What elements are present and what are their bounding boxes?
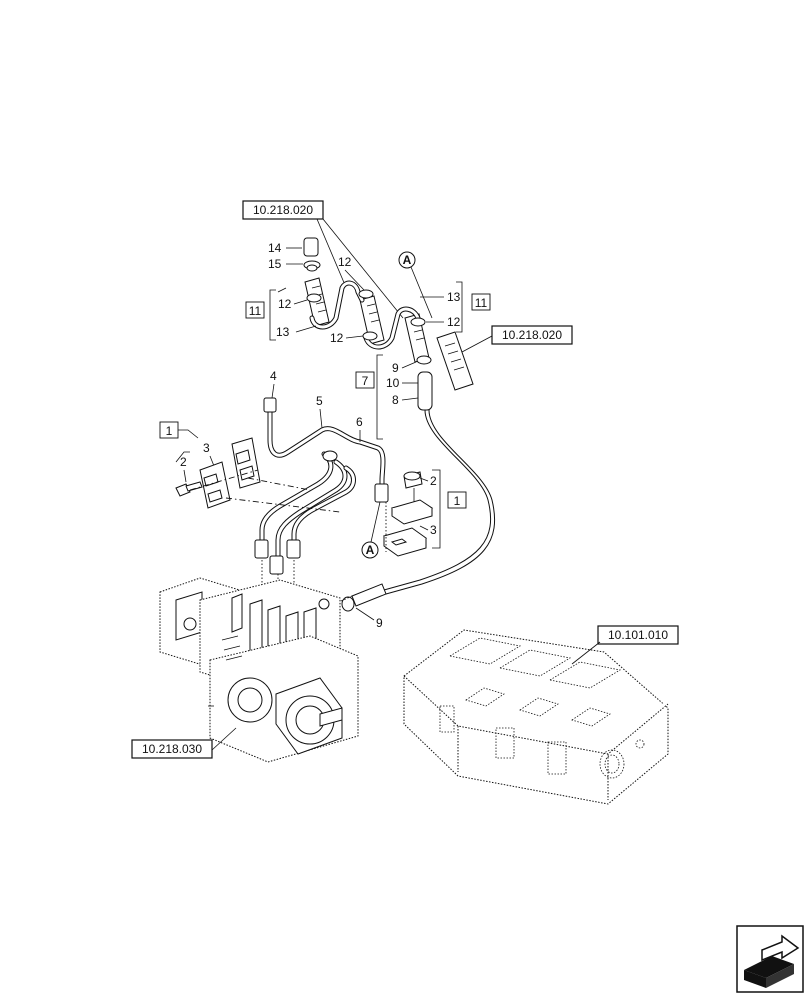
svg-text:11: 11	[475, 296, 488, 310]
svg-text:12: 12	[330, 331, 344, 345]
callout-10: 10	[386, 376, 418, 390]
svg-text:A: A	[403, 253, 412, 267]
callout-2: 2	[419, 474, 437, 488]
return-hose	[385, 409, 496, 595]
svg-text:11: 11	[249, 304, 262, 318]
bolt	[175, 481, 203, 497]
centerline	[189, 469, 259, 491]
callout-4: 4	[270, 369, 277, 399]
cylinder-head	[403, 629, 669, 805]
detail-marker-a: A	[398, 251, 433, 319]
svg-text:12: 12	[278, 297, 292, 311]
svg-text:10.218.030: 10.218.030	[142, 742, 202, 756]
ref-box-right[interactable]: 10.218.020	[491, 325, 573, 345]
callout-12: 12	[338, 255, 365, 291]
callout-14: 14	[268, 241, 302, 255]
callout-5: 5	[316, 394, 323, 429]
callout-1: 1	[447, 491, 467, 509]
svg-text:9: 9	[376, 616, 383, 630]
bolt	[403, 471, 423, 512]
callout-3: 3	[203, 441, 215, 467]
svg-text:7: 7	[362, 374, 369, 388]
callout-13: 13	[420, 290, 461, 304]
bracket	[277, 287, 287, 293]
callout-12: 12	[426, 315, 461, 329]
callout-1: 1	[159, 421, 179, 439]
bracket	[269, 289, 276, 341]
svg-text:9: 9	[392, 361, 399, 375]
leader-line	[322, 218, 404, 319]
centerline	[225, 497, 341, 513]
return-hose	[383, 409, 492, 591]
callout-2: 2	[180, 455, 187, 483]
svg-text:3: 3	[430, 523, 437, 537]
callout-8: 8	[392, 393, 419, 407]
svg-text:12: 12	[447, 315, 461, 329]
callout-6: 6	[356, 415, 363, 442]
svg-text:2: 2	[430, 474, 437, 488]
leader-line	[461, 335, 493, 353]
callout-9: 9	[355, 607, 383, 630]
ref-box-top[interactable]: 10.218.020	[242, 200, 324, 220]
callout-13: 13	[276, 325, 317, 339]
svg-text:10.218.020: 10.218.020	[502, 328, 562, 342]
svg-text:13: 13	[276, 325, 290, 339]
svg-text:2: 2	[180, 455, 187, 469]
svg-text:12: 12	[338, 255, 352, 269]
callout-11: 11	[471, 293, 491, 311]
injection-pump	[159, 577, 359, 763]
callout-11: 11	[245, 301, 265, 319]
callout-15: 15	[268, 257, 303, 271]
leader-line	[316, 218, 346, 286]
callout-3: 3	[419, 523, 437, 537]
leader-line	[571, 641, 601, 665]
injection-pipes	[254, 397, 389, 575]
callout-12: 12	[278, 297, 308, 311]
bracket	[175, 451, 190, 463]
svg-text:1: 1	[166, 424, 173, 438]
svg-text:1: 1	[454, 494, 461, 508]
centerline	[247, 477, 311, 491]
svg-text:8: 8	[392, 393, 399, 407]
bracket	[456, 281, 463, 333]
next-page-arrow-icon[interactable]	[736, 925, 804, 993]
bracket	[432, 469, 441, 549]
svg-text:3: 3	[203, 441, 210, 455]
hose-end	[341, 583, 387, 612]
ref-box-head[interactable]: 10.101.010	[597, 625, 679, 645]
ref-box-pump[interactable]: 10.218.030	[131, 739, 213, 759]
svg-text:6: 6	[356, 415, 363, 429]
bracket	[178, 429, 199, 439]
callout-12: 12	[330, 331, 364, 345]
callout-7: 7	[355, 371, 375, 389]
svg-text:14: 14	[268, 241, 282, 255]
clamp-left	[199, 437, 261, 509]
svg-text:15: 15	[268, 257, 282, 271]
clamp-right	[382, 499, 434, 557]
bracket	[376, 354, 383, 440]
detail-marker-a: A	[361, 501, 381, 559]
svg-text:10: 10	[386, 376, 400, 390]
svg-text:10.101.010: 10.101.010	[608, 628, 668, 642]
svg-text:10.218.020: 10.218.020	[253, 203, 313, 217]
svg-text:4: 4	[270, 369, 277, 383]
svg-text:13: 13	[447, 290, 461, 304]
svg-text:5: 5	[316, 394, 323, 408]
svg-text:A: A	[366, 543, 375, 557]
injector-assembly	[303, 237, 474, 411]
callout-9: 9	[392, 361, 417, 375]
leader-line	[211, 727, 237, 751]
